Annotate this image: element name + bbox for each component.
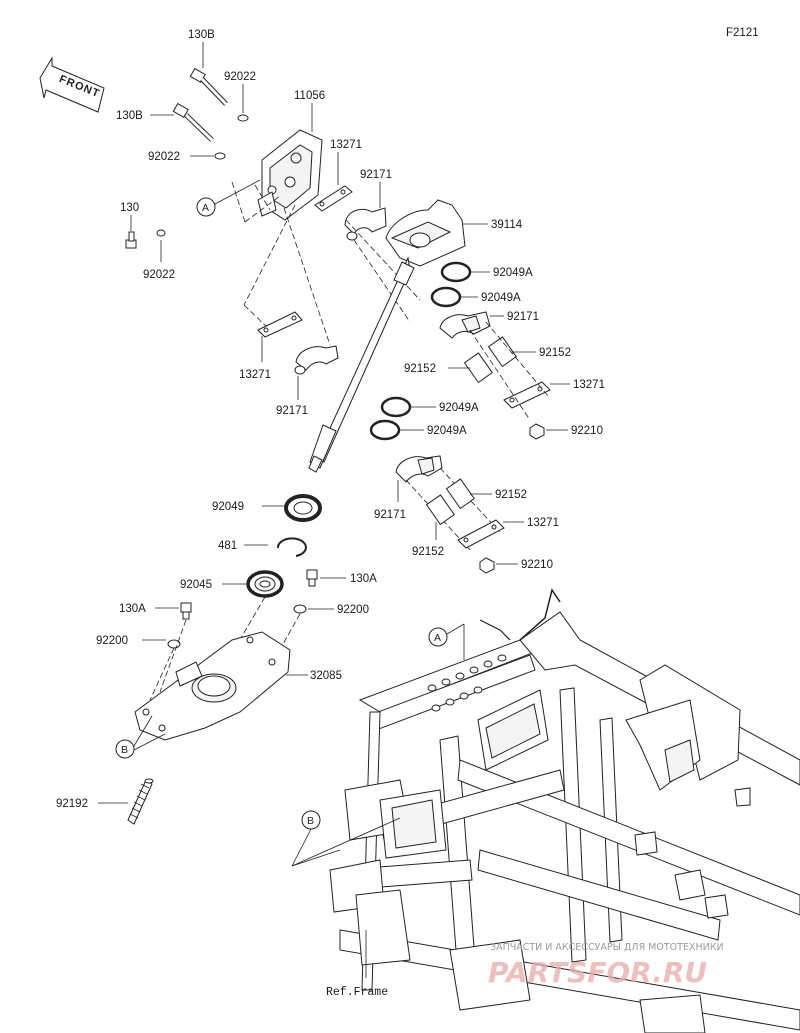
bracket-11056 xyxy=(257,129,323,221)
callout-a-frame-text: A xyxy=(434,632,441,644)
part-label-13271-a: 13271 xyxy=(330,139,362,151)
part-label-13271-b: 13271 xyxy=(239,369,271,381)
ref-frame-label: Ref.Frame xyxy=(326,986,388,999)
collar-92152-b xyxy=(463,352,493,384)
washer-92022-a xyxy=(237,114,249,122)
part-label-92049a-2: 92049A xyxy=(481,292,521,304)
washer-92200-right xyxy=(293,604,307,614)
part-label-92210-b: 92210 xyxy=(521,559,553,571)
callout-b-plate xyxy=(115,739,135,759)
nut-92210-a xyxy=(529,423,545,440)
collar-92152-c xyxy=(445,478,475,510)
part-label-92049: 92049 xyxy=(212,501,244,513)
oring-92049a-1 xyxy=(440,261,472,283)
part-label-92171-b: 92171 xyxy=(507,311,539,323)
part-label-130b-side: 130B xyxy=(116,110,143,122)
clamp-92171-d xyxy=(395,455,443,483)
part-label-92045: 92045 xyxy=(180,579,212,591)
part-label-13271-c: 13271 xyxy=(573,379,605,391)
plate-13271-c xyxy=(503,381,551,409)
front-arrow-icon: FRONT xyxy=(39,56,105,113)
part-label-92049a-1: 92049A xyxy=(493,267,533,279)
plate-13271-b xyxy=(257,311,303,338)
bolt-130b-top xyxy=(189,67,228,106)
circlip-481 xyxy=(276,537,307,557)
callout-a-top xyxy=(196,197,216,217)
part-label-92171-d: 92171 xyxy=(374,509,406,521)
part-label-92200-left: 92200 xyxy=(96,635,128,647)
clamp-92171-a xyxy=(344,207,387,241)
part-label-130a-left: 130A xyxy=(119,603,146,615)
bolt-130b-side xyxy=(172,102,214,142)
part-label-130b-top: 130B xyxy=(188,29,215,41)
part-label-13271-d: 13271 xyxy=(527,517,559,529)
part-label-481: 481 xyxy=(218,540,237,552)
bolt-130 xyxy=(125,231,137,249)
holder-plate-32085 xyxy=(134,631,291,741)
part-label-92192: 92192 xyxy=(56,798,88,810)
spring-92192 xyxy=(127,778,154,825)
washer-92022-b xyxy=(214,152,226,160)
part-label-92049a-4: 92049A xyxy=(427,425,467,437)
part-label-92171-c: 92171 xyxy=(276,405,308,417)
bearing-92045 xyxy=(246,570,284,598)
part-label-92152-a: 92152 xyxy=(539,347,571,359)
callout-b-frame-text: B xyxy=(307,815,314,827)
part-label-92171-a: 92171 xyxy=(360,169,392,181)
bolt-130a-left xyxy=(180,602,192,620)
watermark-tagline: ЗАПЧАСТИ И АКСЕССУАРЫ ДЛЯ МОТОТЕХНИКИ xyxy=(490,942,724,953)
part-label-92210-a: 92210 xyxy=(571,425,603,437)
part-label-130a-right: 130A xyxy=(350,573,377,585)
part-label-92049a-3: 92049A xyxy=(439,402,479,414)
part-label-39114: 39114 xyxy=(491,219,523,231)
collar-92152-a xyxy=(487,336,517,368)
part-label-92152-d: 92152 xyxy=(412,546,444,558)
oring-92049a-2 xyxy=(430,286,462,308)
part-label-92200-right: 92200 xyxy=(337,604,369,616)
nut-92210-b xyxy=(479,557,495,574)
bolt-130a-right xyxy=(306,569,318,587)
plate-13271-a xyxy=(314,185,353,212)
part-label-92152-c: 92152 xyxy=(495,489,527,501)
collar-92152-d xyxy=(425,494,455,526)
watermark-logo: PARTSFOR.RU xyxy=(488,956,707,989)
oring-92049a-4 xyxy=(369,419,401,441)
part-label-130: 130 xyxy=(120,202,139,214)
part-label-92152-b: 92152 xyxy=(404,363,436,375)
frame xyxy=(329,588,800,1033)
part-label-32085: 32085 xyxy=(310,670,342,682)
part-label-92022-b: 92022 xyxy=(148,151,180,163)
figure-code: F2121 xyxy=(726,27,759,39)
part-label-11056: 11056 xyxy=(294,90,325,102)
part-label-92022-a: 92022 xyxy=(224,71,256,83)
clamp-92171-b xyxy=(439,311,491,339)
plate-13271-d xyxy=(457,519,505,549)
callout-b-plate-text: B xyxy=(121,744,128,756)
callout-a-top-text: A xyxy=(202,202,209,214)
steering-shaft-39114 xyxy=(308,199,466,473)
oring-92049a-3 xyxy=(380,396,412,418)
oil-seal-92049 xyxy=(284,494,322,522)
callout-a-frame xyxy=(428,627,448,647)
washer-92022-c xyxy=(156,229,166,237)
part-label-92022-c: 92022 xyxy=(143,269,175,281)
clamp-92171-c xyxy=(294,345,339,375)
